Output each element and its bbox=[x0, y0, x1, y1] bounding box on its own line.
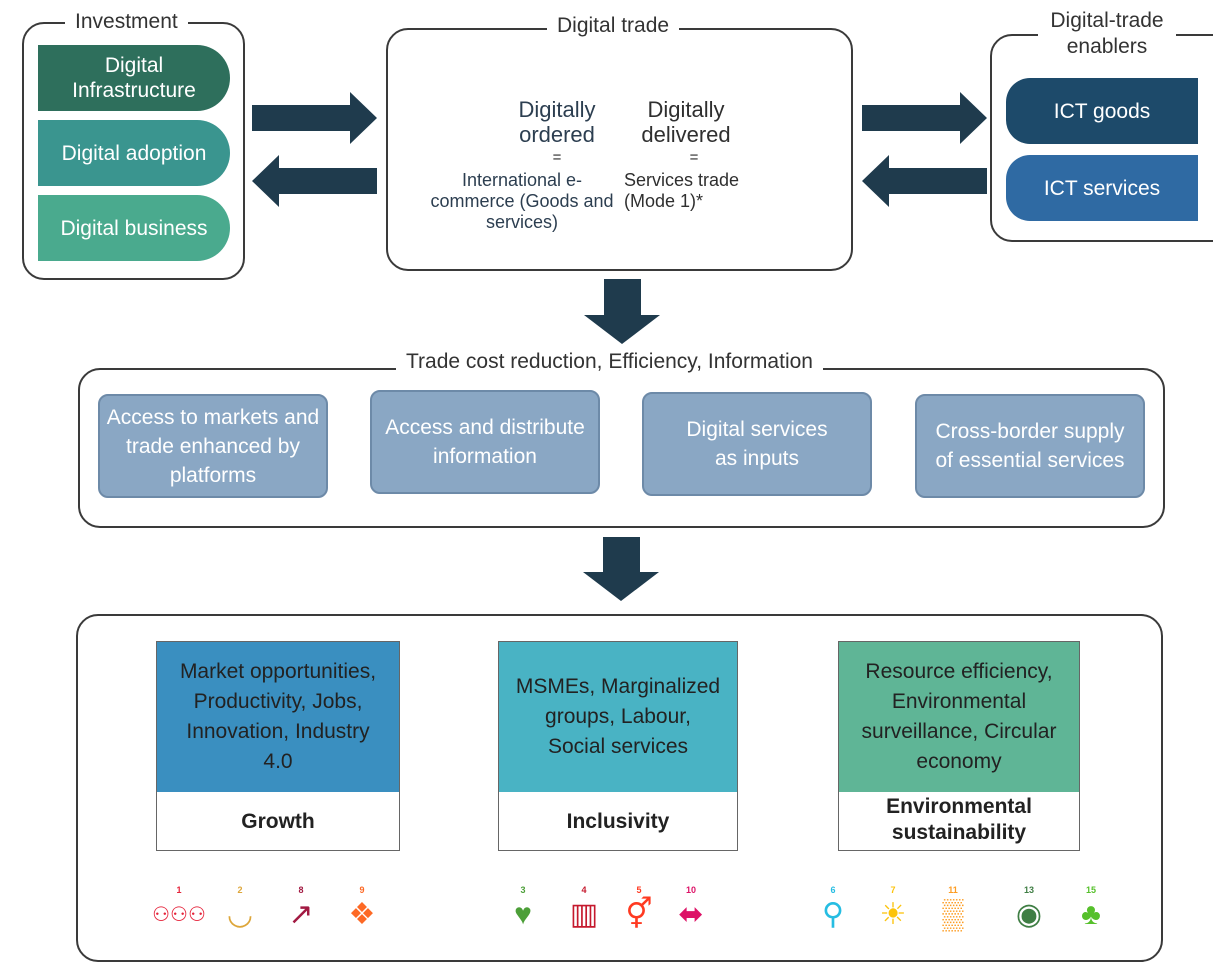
sdg-2-icon: 2 ◡ bbox=[213, 884, 267, 932]
digital-adoption-pill: Digital adoption bbox=[38, 120, 230, 186]
channel-digital-services-inputs: Digital services as inputs bbox=[642, 392, 872, 496]
growth-drivers-box: Market opportunities, Productivity, Jobs… bbox=[156, 641, 400, 793]
sdg-number: 3 bbox=[520, 885, 526, 895]
growth-chart-icon: ↗ bbox=[288, 898, 314, 931]
water-drop-icon: ⚲ bbox=[822, 898, 844, 931]
sdg-number: 2 bbox=[237, 885, 243, 895]
sdg-15-icon: 15 ♣ bbox=[1064, 884, 1118, 932]
sdg-4-icon: 4 ▥ bbox=[557, 884, 611, 932]
enablers-legend: Digital-trade enablers bbox=[1038, 8, 1176, 60]
environment-drivers-box: Resource efficiency, Environmental surve… bbox=[838, 641, 1080, 793]
sdg-number: 8 bbox=[298, 885, 304, 895]
sun-icon: ☀ bbox=[879, 898, 907, 931]
inclusivity-label: Inclusivity bbox=[566, 810, 670, 833]
sdg-number: 1 bbox=[176, 885, 182, 895]
digitally-ordered-title: Digitally ordered bbox=[518, 97, 596, 147]
digital-trade-legend: Digital trade bbox=[547, 14, 680, 38]
sdg-number: 13 bbox=[1023, 885, 1034, 895]
arrow-right-investment bbox=[252, 92, 377, 144]
digitally-delivered-body: Services trade (Mode 1)* bbox=[624, 170, 740, 211]
sdg-1-icon: 1 ⚇⚇⚇ bbox=[152, 884, 206, 932]
people-family-icon: ⚇⚇⚇ bbox=[152, 904, 206, 926]
arrow-right-enablers bbox=[862, 92, 987, 144]
sdg-number: 11 bbox=[948, 885, 958, 895]
digitally-delivered-equals: = bbox=[689, 149, 699, 166]
book-icon: ▥ bbox=[569, 898, 599, 931]
sdg-5-icon: 5 ⚥ bbox=[612, 884, 666, 932]
arrow-down-outcomes bbox=[583, 537, 659, 601]
sdg-10-icon: 10 ⬌ bbox=[664, 884, 718, 932]
sdg-number: 6 bbox=[830, 885, 836, 895]
sdg-number: 10 bbox=[685, 885, 696, 895]
digitally-ordered-equals: = bbox=[552, 149, 562, 166]
channel-cross-border-supply: Cross-border supply of essential service… bbox=[915, 394, 1145, 498]
city-buildings-icon: ▒ bbox=[942, 898, 964, 931]
reduced-inequality-icon: ⬌ bbox=[678, 898, 704, 931]
sdg-number: 9 bbox=[359, 885, 365, 895]
environment-label: Environmental sustainability bbox=[886, 795, 1032, 844]
digitally-ordered-body: International e-commerce (Goods and serv… bbox=[430, 170, 614, 232]
channel-access-to-markets: Access to markets and trade enhanced by … bbox=[98, 394, 328, 498]
inclusivity-label-box bbox=[498, 792, 738, 851]
sdg-13-icon: 13 ◉ bbox=[1002, 884, 1056, 932]
digital-business-pill: Digital business bbox=[38, 195, 230, 261]
sdg-6-icon: 6 ⚲ bbox=[806, 884, 860, 932]
gender-equality-icon: ⚥ bbox=[625, 898, 653, 931]
environment-label-box bbox=[838, 792, 1080, 851]
digitally-delivered-title: Digitally delivered bbox=[641, 97, 731, 147]
channel-access-information: Access and distribute information bbox=[370, 390, 600, 494]
sdg-7-icon: 7 ☀ bbox=[866, 884, 920, 932]
ict-goods-pill: ICT goods bbox=[1006, 78, 1198, 144]
sdg-number: 5 bbox=[636, 885, 642, 895]
arrow-left-enablers bbox=[862, 155, 987, 207]
sdg-8-icon: 8 ↗ bbox=[274, 884, 328, 932]
heartbeat-icon: ♥ bbox=[514, 898, 532, 931]
arrow-down-channels bbox=[584, 279, 660, 344]
investment-legend: Investment bbox=[65, 10, 188, 34]
sdg-number: 15 bbox=[1085, 885, 1096, 895]
bowl-icon: ◡ bbox=[226, 898, 254, 931]
digital-infrastructure-pill: Digital Infrastructure bbox=[38, 45, 230, 111]
sdg-9-icon: 9 ❖ bbox=[335, 884, 389, 932]
sdg-number: 7 bbox=[890, 885, 896, 895]
growth-label-box bbox=[156, 792, 400, 851]
inclusivity-drivers-box: MSMEs, Marginalized groups, Labour, Soci… bbox=[498, 641, 738, 793]
eye-globe-icon: ◉ bbox=[1015, 898, 1043, 931]
sdg-11-icon: 11 ▒ bbox=[926, 884, 980, 932]
growth-label: Growth bbox=[241, 810, 315, 833]
digital-trade-panel bbox=[386, 28, 853, 271]
channels-legend: Trade cost reduction, Efficiency, Inform… bbox=[396, 350, 823, 374]
ict-services-pill: ICT services bbox=[1006, 155, 1198, 221]
tree-icon: ♣ bbox=[1081, 898, 1101, 931]
cubes-icon: ❖ bbox=[348, 898, 376, 931]
arrow-left-investment bbox=[252, 155, 377, 207]
sdg-number: 4 bbox=[581, 885, 587, 895]
sdg-3-icon: 3 ♥ bbox=[496, 884, 550, 932]
